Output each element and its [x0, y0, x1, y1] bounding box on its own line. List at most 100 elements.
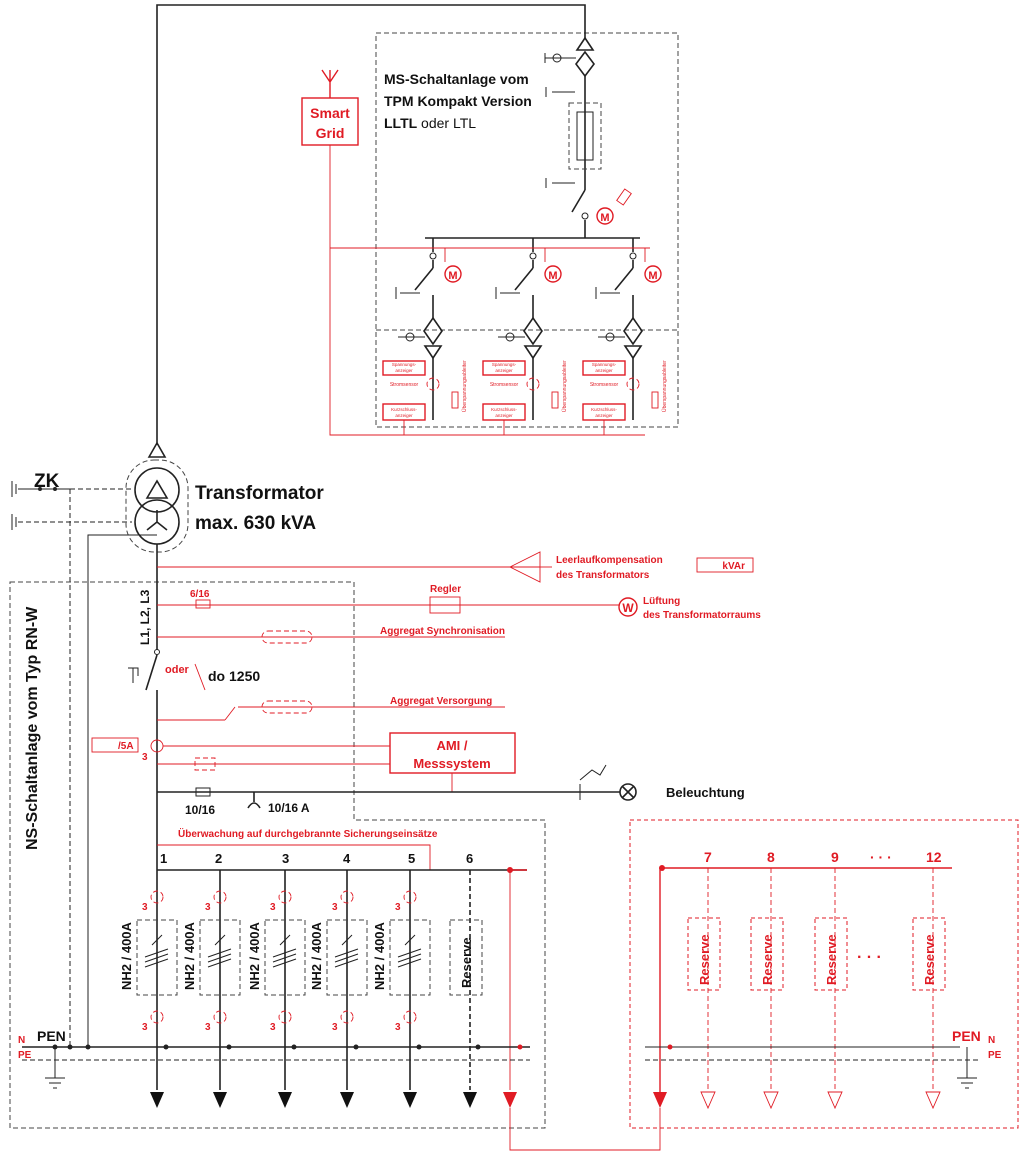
motor-icon	[644, 265, 662, 283]
fuse-rating-label: NH2 / 400A	[119, 921, 134, 990]
svg-text:Stromsensor: Stromsensor	[390, 382, 419, 388]
ext-feeder-7: Reserve	[687, 868, 721, 1110]
lamp-icon	[619, 783, 637, 801]
outgoing-arrow-icon	[700, 1091, 716, 1110]
extension-frame	[629, 819, 1019, 1129]
nh-fuse-icon	[334, 934, 359, 968]
feeder-number: 12	[926, 849, 942, 865]
star-icon	[146, 510, 168, 531]
rating-label: do 1250	[208, 668, 260, 684]
phases-label: L1, L2, L3	[138, 589, 152, 645]
fuse-icon	[194, 757, 216, 771]
plug-icon	[261, 700, 313, 714]
ext-feeder-8: Reserve	[750, 868, 784, 1110]
extension-link	[503, 870, 661, 1151]
pe-label: PE	[18, 1050, 32, 1061]
current-transformer-icon	[340, 890, 354, 904]
cable-termination-icon	[523, 345, 543, 360]
feeder-number: 5	[408, 851, 415, 866]
reserve-label: Reserve	[824, 934, 839, 985]
svg-text:Kurzschluss-: Kurzschluss-	[591, 407, 617, 412]
svg-text:3: 3	[142, 752, 148, 763]
transformer-label: Transformator	[195, 483, 324, 504]
ext-feeder-9: Reserve	[814, 868, 848, 1110]
delta-icon	[145, 479, 169, 499]
current-transformer-icon	[278, 1010, 292, 1024]
current-transformer-icon	[213, 890, 227, 904]
svg-text:anzeiger: anzeiger	[595, 413, 613, 418]
feeder-number: 1	[160, 851, 167, 866]
idle-comp-label-2: des Transformators	[556, 570, 650, 581]
fuse-switch-housing	[199, 919, 241, 996]
load-break-switch-icon	[414, 267, 434, 291]
circuit-breaker-icon	[145, 654, 158, 691]
ami-label-2: Messsystem	[413, 756, 490, 771]
pen-label: PEN	[37, 1028, 66, 1044]
oder-label: oder	[165, 664, 190, 676]
outgoing-arrow-icon	[340, 1092, 354, 1108]
current-transformer-icon	[278, 890, 292, 904]
current-sensor-icon	[626, 377, 640, 391]
mcb-icon	[247, 802, 261, 809]
svg-text:Stromsensor: Stromsensor	[590, 382, 619, 388]
surge-arrester-icon	[451, 391, 459, 409]
cable-termination-icon	[575, 36, 595, 51]
feeder-2: 3 3 NH2 / 400A	[182, 870, 241, 1108]
incoming-arrow-icon	[653, 1092, 667, 1108]
outgoing-arrow-icon	[463, 1092, 477, 1108]
transformer-housing	[125, 459, 189, 553]
current-sensor-icon	[426, 377, 440, 391]
pen-label: PEN	[952, 1028, 981, 1044]
svg-text:Überspannungsableiter: Überspannungsableiter	[661, 360, 668, 412]
zk-label: ZK	[34, 471, 60, 492]
antenna-icon	[321, 69, 339, 98]
feeder-number: 2	[215, 851, 222, 866]
svg-text:W: W	[622, 601, 634, 615]
load-break-switch-icon	[514, 267, 534, 291]
reserve-housing	[449, 919, 483, 996]
mv-title-1: MS-Schaltanlage vom	[384, 71, 529, 87]
feeder-busbar-group: 1 2 3 4 5 6	[157, 851, 527, 873]
svg-text:3: 3	[142, 1022, 148, 1033]
feeder-number: 3	[282, 851, 289, 866]
breaker-operator-icon	[128, 667, 139, 683]
outgoing-arrow-icon	[503, 1092, 517, 1108]
disconnector-diamond-icon	[575, 50, 595, 78]
outgoing-arrow-icon	[403, 1092, 417, 1108]
outgoing-arrow-icon	[213, 1092, 227, 1108]
fuse-rating-label: NH2 / 400A	[247, 921, 262, 990]
svg-text:3: 3	[395, 902, 401, 913]
current-transformer-icon	[213, 1010, 227, 1024]
agg-switch-icon	[224, 706, 236, 721]
ellipsis: · · ·	[870, 849, 892, 865]
outgoing-arrow-icon	[925, 1091, 941, 1110]
current-transformer-icon	[150, 1010, 164, 1024]
ventilation-label-1: Lüftung	[643, 596, 680, 607]
cable-termination-icon	[423, 345, 443, 360]
mv-title-3: LLTL oder LTL	[384, 115, 476, 131]
transformer: Transformator max. 630 kVA	[87, 441, 324, 1047]
svg-text:Kurzschluss-: Kurzschluss-	[491, 407, 517, 412]
switch-blade-icon	[571, 189, 586, 213]
reserve-label: Reserve	[760, 934, 775, 985]
svg-text:3: 3	[270, 902, 276, 913]
motor-label: M	[600, 212, 609, 224]
fuse-rating-label: NH2 / 400A	[372, 921, 387, 990]
mv-bay-2: M Spannungs- anzeiger Stromsensor Kurzsc…	[482, 238, 568, 421]
fuse-icon	[195, 787, 211, 797]
hv-fuse-icon	[576, 111, 594, 161]
coupling-icon	[581, 212, 589, 220]
svg-text:Spannungs-: Spannungs-	[592, 362, 617, 367]
svg-text:3: 3	[332, 902, 338, 913]
feeder-number: 7	[704, 849, 712, 865]
ext-feeder-12: Reserve	[912, 868, 946, 1110]
mv-bay-1: M Spannungs- anzeiger Stromsensor Kurzsc…	[382, 238, 468, 421]
feeder-number: 9	[831, 849, 839, 865]
ellipsis: · · ·	[857, 949, 882, 966]
ct-box	[91, 737, 139, 753]
n-label: N	[988, 1035, 995, 1046]
earth-icon	[45, 1077, 65, 1089]
cable-termination-icon	[623, 345, 643, 360]
lv-switchgear: NS-Schaltanlage vom Typ RN-W L1, L2, L3 …	[9, 544, 761, 1129]
